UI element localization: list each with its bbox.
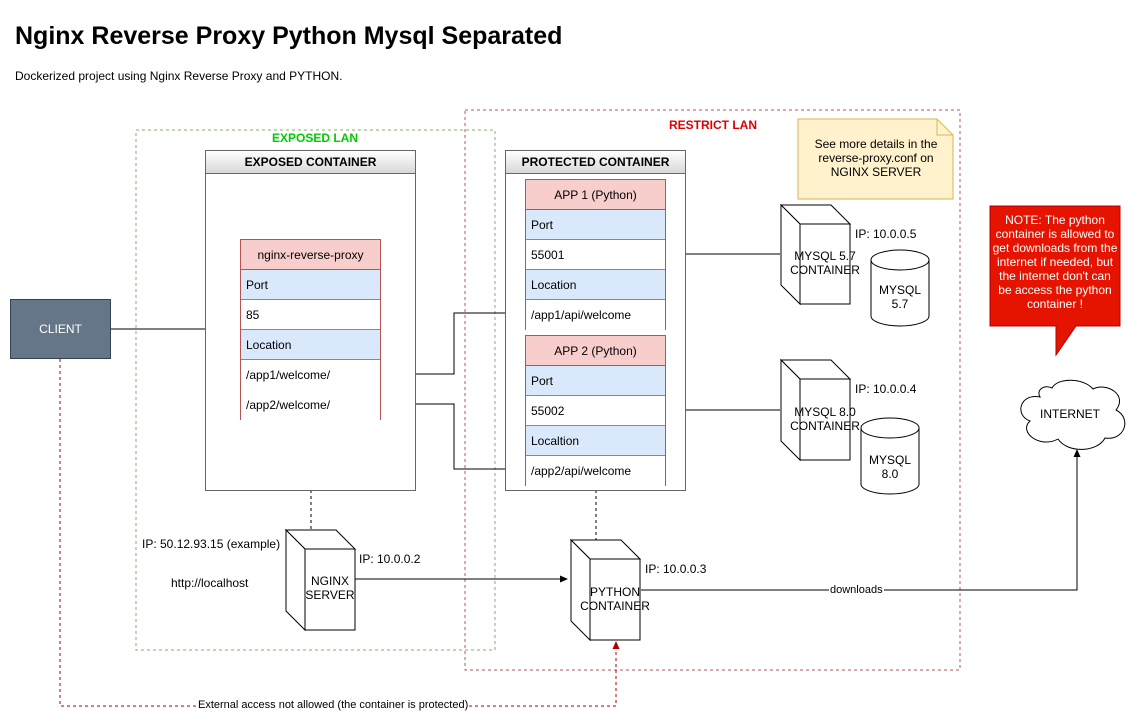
edge-python-internet	[641, 449, 1081, 591]
mysql57-db-cylinder	[870, 249, 930, 327]
nginx-server-shape	[284, 528, 357, 632]
internet-cloud-shape	[1020, 379, 1126, 450]
proxy-port-label: Port	[241, 270, 380, 300]
warning-note: NOTE: The python container is allowed to…	[992, 213, 1118, 311]
proxy-location-label: Location	[241, 330, 380, 360]
warning-callout-shape	[989, 205, 1121, 357]
page-title: Nginx Reverse Proxy Python Mysql Separat…	[15, 22, 563, 50]
mysql80-container-label: MYSQL 8.0 CONTAINER	[790, 405, 860, 433]
app2-header: APP 2 (Python)	[526, 336, 665, 366]
details-note-shape	[797, 118, 954, 200]
proxy-location-app2: /app2/welcome/	[241, 390, 380, 420]
restrict-lan-label: RESTRICT LAN	[669, 118, 757, 132]
nginx-reverse-proxy-header: nginx-reverse-proxy	[241, 240, 380, 270]
app2-location-label: Localtion	[526, 426, 665, 456]
app1-header: APP 1 (Python)	[526, 180, 665, 210]
mysql57-container-shape	[779, 203, 852, 306]
nginx-server-ip: IP: 10.0.0.2	[359, 552, 421, 566]
client-node: CLIENT	[10, 299, 111, 359]
python-container-label: PYTHON CONTAINER	[580, 585, 650, 613]
app1-table: APP 1 (Python) Port 55001 Location /app1…	[525, 179, 666, 330]
mysql80-db-label: MYSQL 8.0	[868, 453, 911, 481]
proxy-port-value: 85	[241, 300, 380, 330]
internet-label: INTERNET	[1040, 407, 1100, 421]
protected-container-title: PROTECTED CONTAINER	[506, 151, 685, 174]
mysql80-db-cylinder	[860, 417, 920, 495]
python-container-shape	[569, 538, 642, 642]
exposed-lan-zone	[135, 129, 496, 651]
restrict-lan-zone	[464, 109, 961, 671]
mysql57-ip: IP: 10.0.0.5	[855, 227, 917, 241]
proxy-location-app1: /app1/welcome/	[241, 360, 380, 390]
app1-port-label: Port	[526, 210, 665, 240]
nginx-url: http://localhost	[171, 576, 249, 590]
details-note: See more details in the reverse-proxy.co…	[814, 137, 938, 179]
app2-location-value: /app2/api/welcome	[526, 456, 665, 486]
mysql57-db-label: MYSQL 5.7	[878, 283, 921, 311]
app2-port-value: 55002	[526, 396, 665, 426]
app1-location-label: Location	[526, 270, 665, 300]
mysql80-container-shape	[779, 358, 852, 462]
exposed-container-title: EXPOSED CONTAINER	[206, 151, 415, 174]
mysql80-ip: IP: 10.0.0.4	[855, 382, 917, 396]
app2-port-label: Port	[526, 366, 665, 396]
edge-proxy-app2	[381, 403, 524, 473]
app1-port-value: 55001	[526, 240, 665, 270]
nginx-public-ip: IP: 50.12.93.15 (example)	[142, 537, 281, 551]
mysql57-container-label: MYSQL 5.7 CONTAINER	[790, 249, 860, 277]
app2-table: APP 2 (Python) Port 55002 Localtion /app…	[525, 335, 666, 486]
page-subtitle: Dockerized project using Nginx Reverse P…	[15, 69, 343, 83]
python-container-ip: IP: 10.0.0.3	[645, 562, 707, 576]
nginx-server-label: NGINX SERVER	[305, 574, 355, 602]
exposed-lan-label: EXPOSED LAN	[272, 131, 359, 145]
app1-location-value: /app1/api/welcome	[526, 300, 665, 330]
nginx-reverse-proxy-table: nginx-reverse-proxy Port 85 Location /ap…	[240, 239, 381, 420]
external-edge-label: External access not allowed (the contain…	[197, 699, 470, 711]
edge-proxy-app1	[381, 309, 524, 375]
downloads-edge-label: downloads	[829, 584, 884, 596]
